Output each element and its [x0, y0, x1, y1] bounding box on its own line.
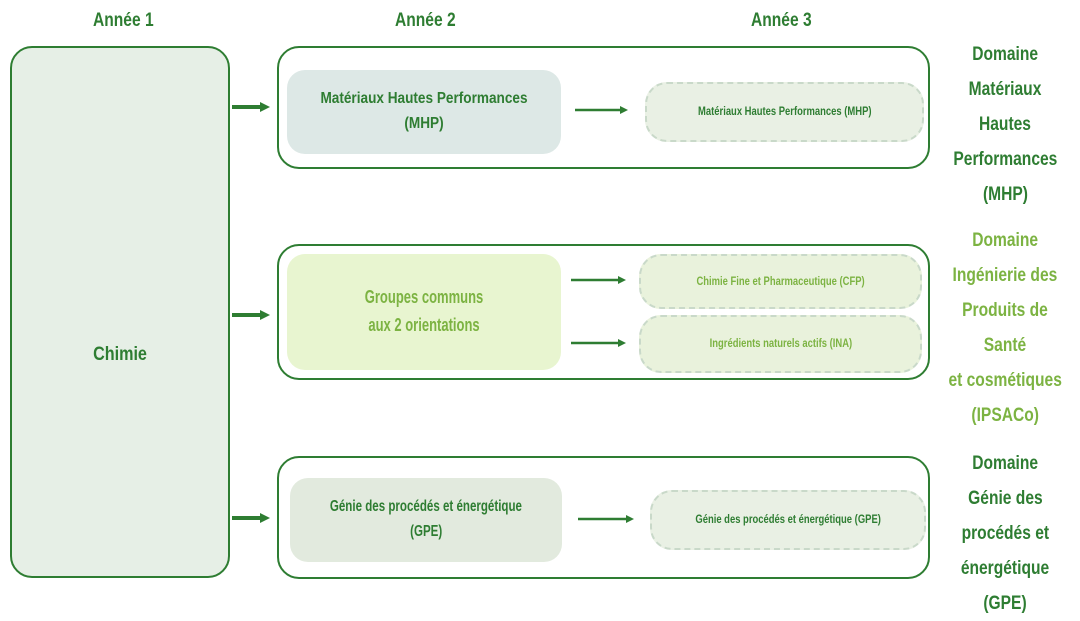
year1-header: Année 1: [93, 10, 154, 31]
ina-pill: Ingrédients naturels actifs (INA): [639, 315, 922, 373]
mhp-year2-box: Matériaux Hautes Performances (MHP): [287, 70, 561, 154]
ina-label: Ingrédients naturels actifs (INA): [709, 338, 852, 350]
gpe-year3-pill: Génie des procédés et énergétique (GPE): [650, 490, 926, 550]
arrows-layer: [232, 102, 634, 523]
gpe-year2-line1: Génie des procédés et énergétique: [329, 498, 523, 516]
mhp-year3-pill: Matériaux Hautes Performances (MHP): [645, 82, 924, 142]
year2-header: Année 2: [395, 10, 456, 31]
mhp-year3-label: Matériaux Hautes Performances (MHP): [697, 106, 872, 118]
ipsaco-year2-line2: aux 2 orientations: [368, 315, 480, 335]
year3-header: Année 3: [751, 10, 812, 31]
mhp-year2-label: Matériaux Hautes Performances (MHP): [320, 90, 528, 132]
ipsaco-year2-box: Groupes communs aux 2 orientations: [287, 254, 561, 370]
cfp-label: Chimie Fine et Pharmaceutique (CFP): [696, 275, 865, 288]
ipsaco-domain-label: Domaine Ingénierie des Produits de Santé…: [948, 230, 1062, 426]
year1-chimie-box: Chimie: [10, 46, 230, 578]
gpe-year2-box: Génie des procédés et énergétique (GPE): [290, 478, 562, 562]
cfp-pill: Chimie Fine et Pharmaceutique (CFP): [639, 254, 922, 309]
gpe-year2-line2: (GPE): [409, 523, 443, 540]
chimie-label: Chimie: [93, 344, 147, 365]
mhp-domain-label: Domaine Matériaux Hautes Performances (M…: [953, 44, 1057, 205]
ipsaco-year2-line1: Groupes communs: [364, 287, 484, 308]
gpe-year3-label: Génie des procédés et énergétique (GPE): [695, 514, 881, 526]
